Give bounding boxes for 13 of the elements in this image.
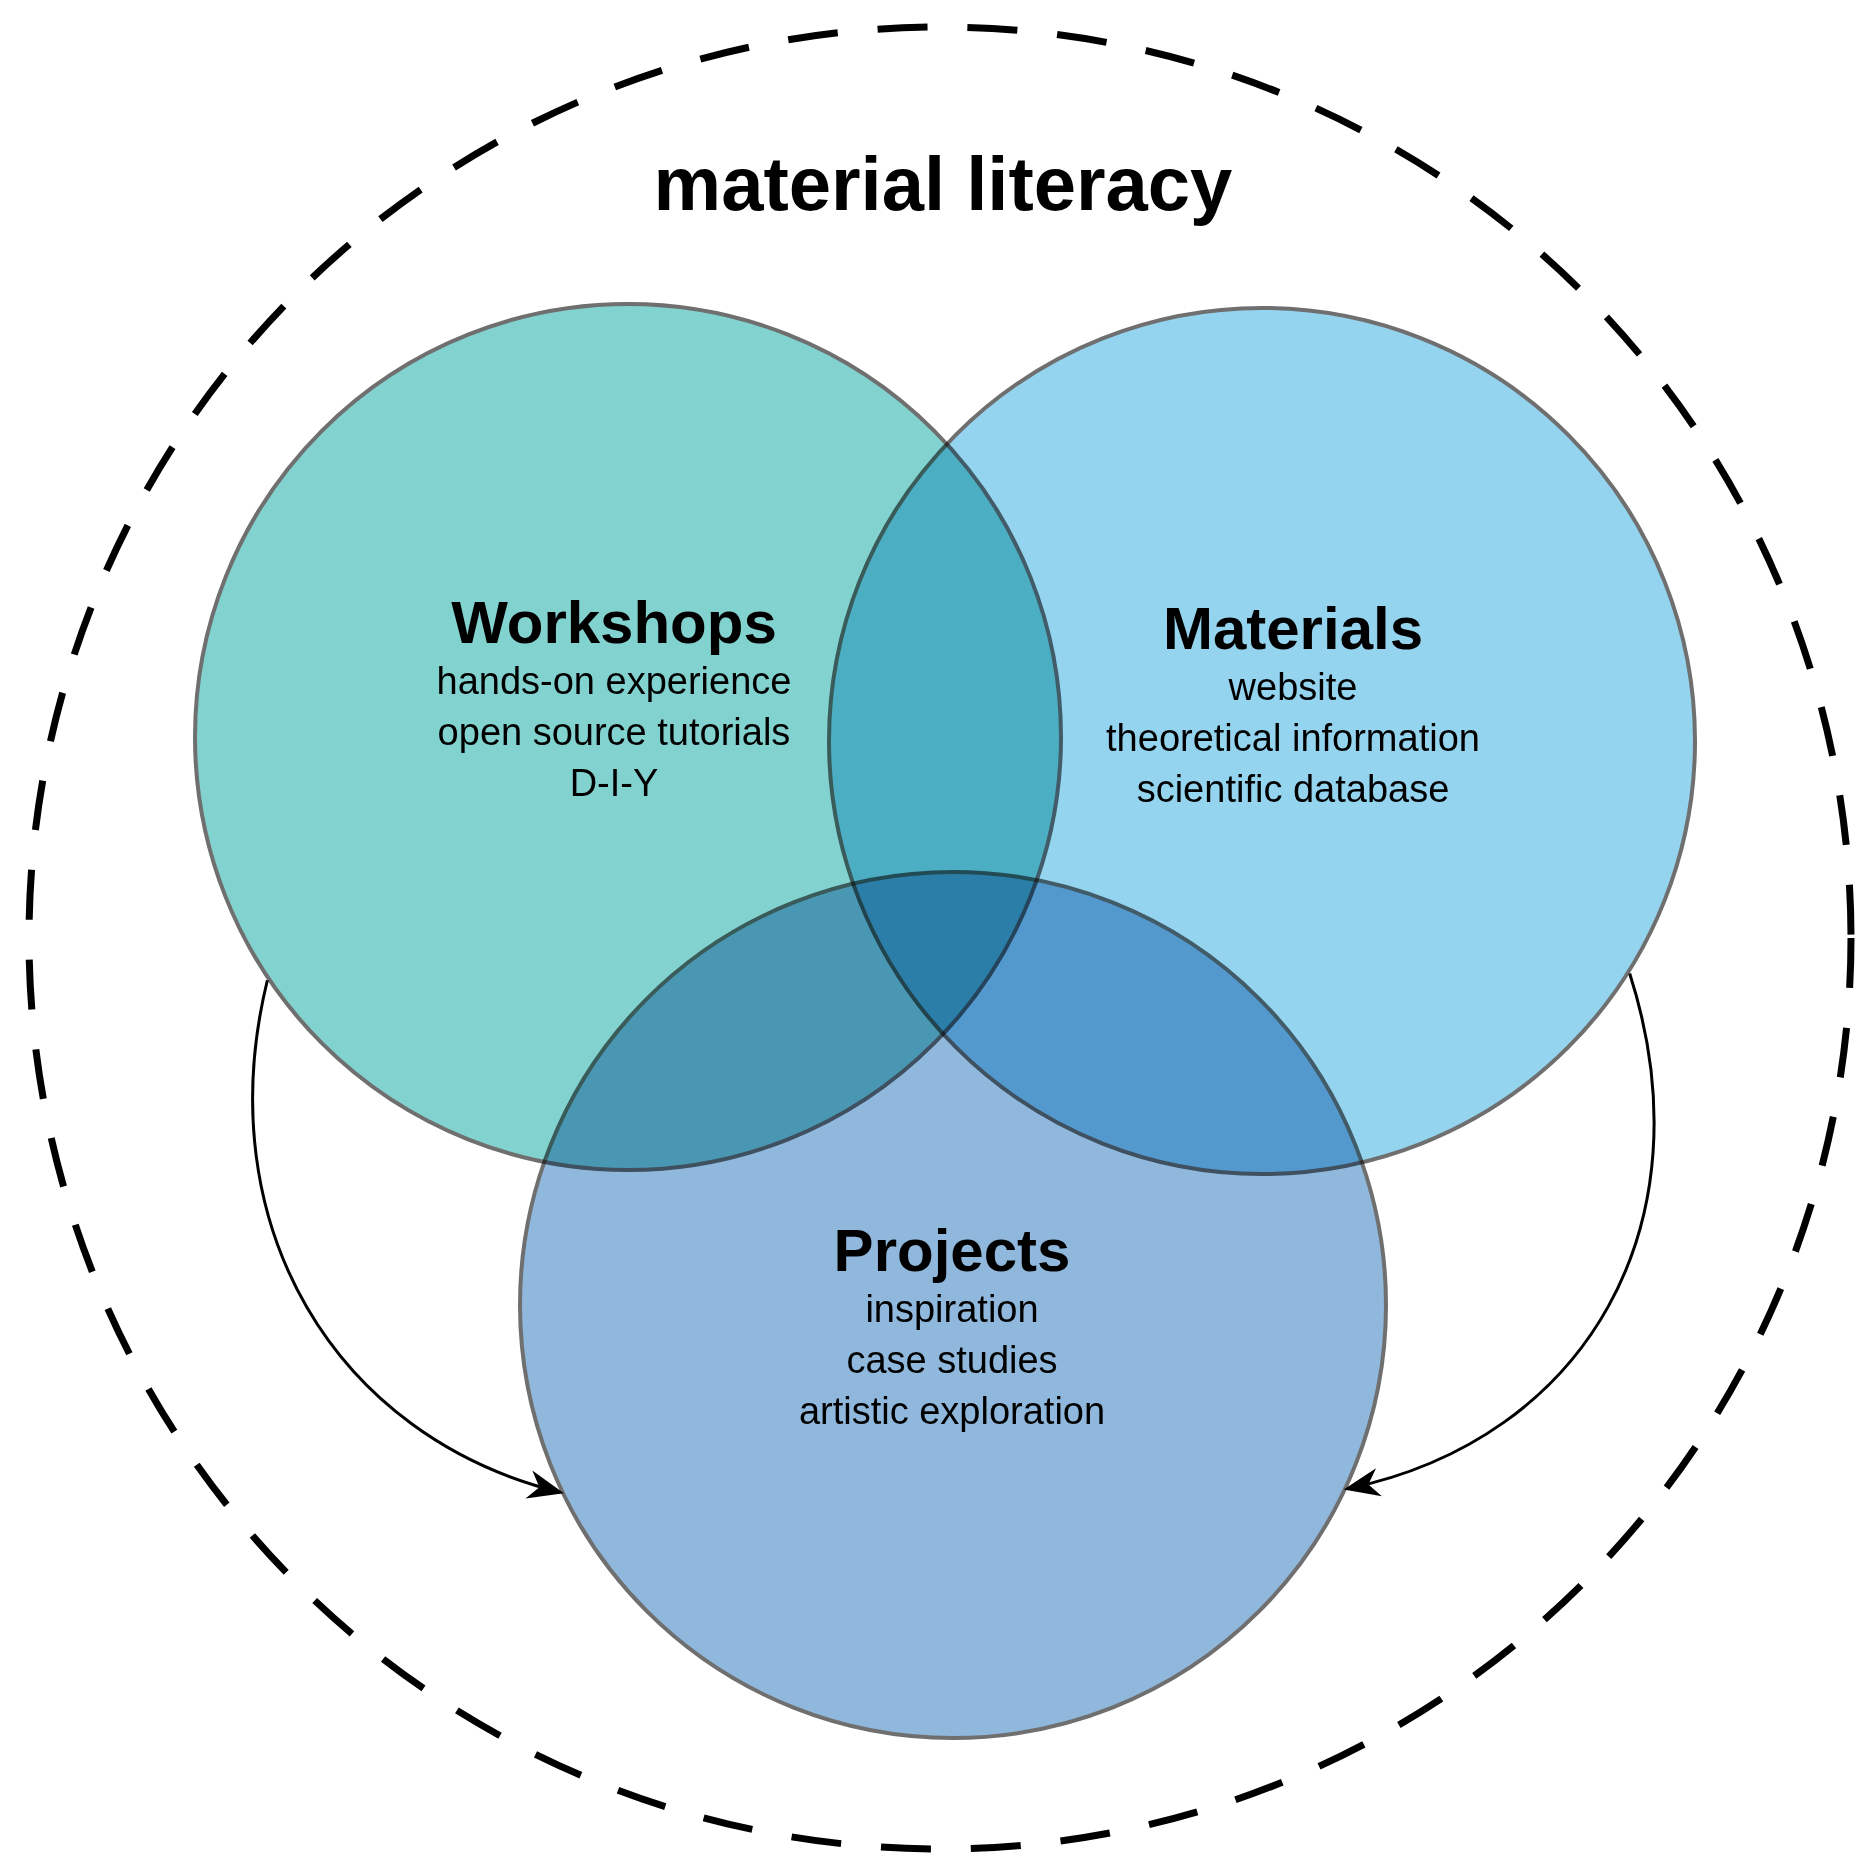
set-item: open source tutorials xyxy=(437,710,791,755)
diagram-heading: material literacy xyxy=(653,140,1233,227)
set-item: inspiration xyxy=(865,1287,1039,1332)
set-heading: Materials xyxy=(1162,596,1424,662)
set-item: scientific database xyxy=(1136,767,1450,812)
set-heading: Projects xyxy=(833,1218,1071,1284)
set-item: case studies xyxy=(846,1338,1058,1383)
set-item: D-I-Y xyxy=(569,761,659,806)
set-item: artistic exploration xyxy=(798,1389,1106,1434)
set-item: hands-on experience xyxy=(436,659,792,704)
set-item: theoretical information xyxy=(1106,716,1480,761)
set-item: website xyxy=(1228,665,1358,710)
set-heading: Workshops xyxy=(451,590,777,656)
